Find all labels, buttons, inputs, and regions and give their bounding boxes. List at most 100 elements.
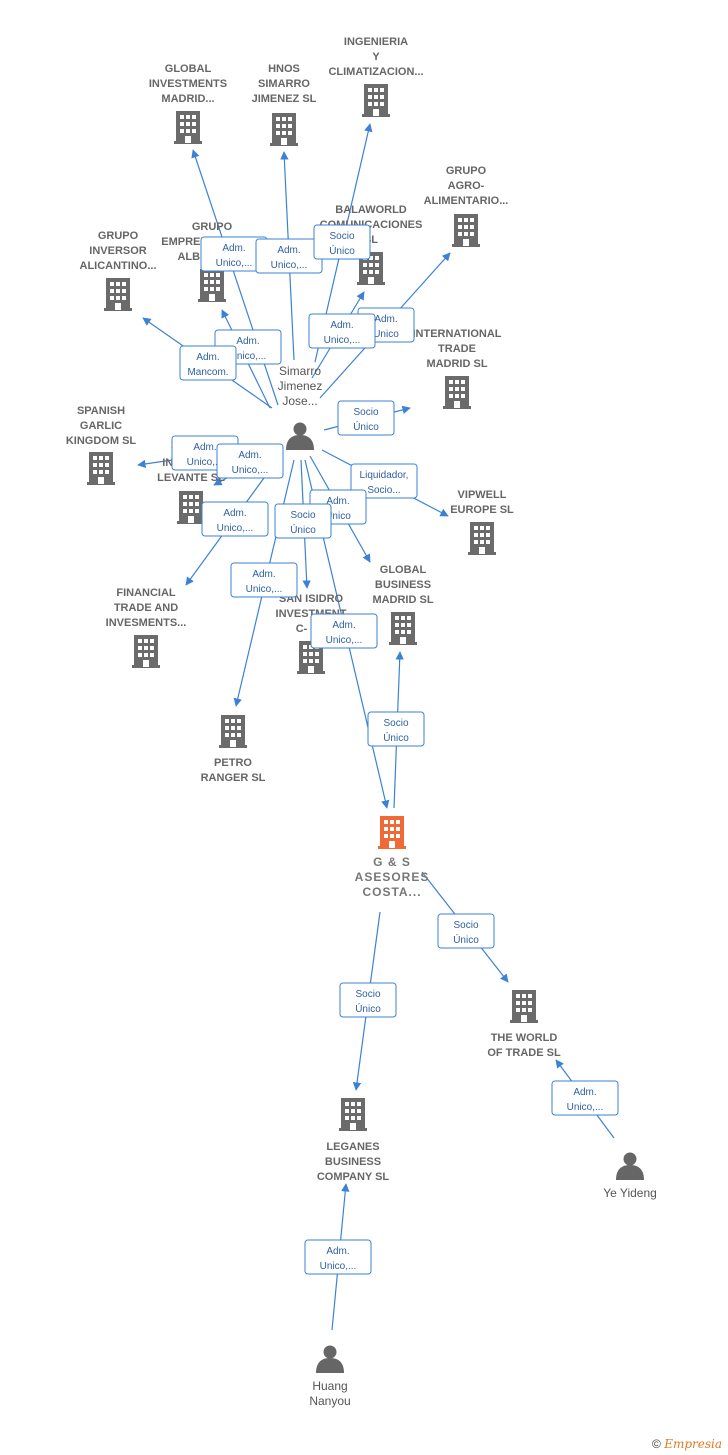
node-label: INGENIERIA — [344, 36, 408, 48]
node-label: CLIMATIZACION... — [328, 66, 423, 78]
node-label: GRUPO — [98, 230, 139, 242]
edge-label-text: Adm. — [223, 508, 246, 519]
node-label: RANGER SL — [201, 772, 266, 784]
edge-label-simarro-to-inversor[interactable]: Adm.Mancom. — [179, 345, 237, 381]
edge-label-text: Adm. — [222, 243, 245, 254]
building-icon — [219, 715, 247, 748]
edge-label-box — [551, 1080, 619, 1116]
footer-brand[interactable]: © Empresia — [652, 1437, 722, 1451]
edge-label-ye-to-world_trade[interactable]: Adm. Unico,... — [551, 1080, 619, 1116]
node-label: VIPWELL — [458, 489, 507, 501]
edge-label-box — [304, 1239, 372, 1275]
node-label: MADRID SL — [426, 358, 487, 370]
building-icon — [87, 452, 115, 485]
edge-label-text: Único — [355, 1002, 381, 1015]
edge-label-text: Adm. — [238, 450, 261, 461]
edge-label-text: Unico — [325, 511, 351, 522]
edge-label-text: Adm. — [332, 620, 355, 631]
node-label: MADRID... — [161, 93, 214, 105]
node-label: BUSINESS — [325, 1156, 381, 1168]
node-ye[interactable]: Ye Yideng — [603, 1152, 657, 1201]
building-icon — [270, 113, 298, 146]
building-icon — [132, 635, 160, 668]
building-icon — [443, 376, 471, 409]
edge-label-text: Socio — [329, 231, 354, 242]
edge-label-text: Unico,... — [567, 1102, 604, 1113]
node-label: TRADE AND — [114, 602, 178, 614]
edge-label-text: Único — [290, 523, 316, 536]
edge-label-simarro-to-global_inv[interactable]: Adm. Unico,... — [200, 236, 268, 272]
node-label: Jose... — [282, 394, 317, 408]
building-icon — [510, 990, 538, 1023]
node-global_inv[interactable]: GLOBALINVESTMENTSMADRID... — [149, 63, 227, 144]
node-label: THE WORLD — [491, 1032, 558, 1044]
edge-label-simarro-to-gs[interactable]: Adm.Unico,... — [310, 613, 378, 649]
node-label: Y — [372, 51, 380, 63]
node-label: INTERNATIONAL — [412, 328, 501, 340]
edge-label-simarro-to-hnos[interactable]: Adm.Unico,... — [255, 238, 323, 274]
edge-label-text: Unico,... — [324, 335, 361, 346]
edge-label-huang-to-leganes[interactable]: Adm.Unico,... — [304, 1239, 372, 1275]
edge-label-text: Único — [329, 244, 355, 257]
node-simarro[interactable]: SimarroJimenezJose... — [278, 364, 323, 450]
edge-label-box — [274, 503, 332, 539]
node-ingenieria[interactable]: INGENIERIA Y CLIMATIZACION... — [328, 36, 424, 117]
edge-label-simarro-to-balaworld[interactable]: Adm. Unico,... — [308, 313, 376, 349]
edge-label-text: Adm. — [277, 245, 300, 256]
node-label: ALICANTINO... — [80, 260, 157, 272]
edge-label-text: Adm. — [193, 442, 216, 453]
edge-label-simarro-to-gi_levante[interactable]: Adm. Unico,... — [216, 443, 284, 479]
copyright-icon: © — [652, 1437, 661, 1451]
node-label: INVESMENTS... — [106, 617, 187, 629]
building-icon — [174, 111, 202, 144]
edge-label-box — [337, 400, 395, 436]
person-icon — [616, 1152, 644, 1180]
building-icon — [362, 84, 390, 117]
edge-label-text: Adm. — [330, 320, 353, 331]
node-label: LEGANES — [326, 1141, 379, 1153]
node-inversor[interactable]: GRUPOINVERSORALICANTINO... — [80, 230, 157, 311]
edge-label-text: Adm. — [252, 569, 275, 580]
edge-label-text: Socio — [355, 989, 380, 1000]
edge-label-simarro-to-petro[interactable]: Adm.Unico,... — [230, 562, 298, 598]
edge-label-box — [313, 224, 371, 260]
edge-label-text: Unico,... — [232, 465, 269, 476]
edge-label-text: Unico — [373, 329, 399, 340]
person-icon — [316, 1345, 344, 1373]
edge-label-text: Unico,... — [216, 258, 253, 269]
edge-label-text: Socio — [453, 920, 478, 931]
edge-label-text: Socio — [290, 510, 315, 521]
building-icon — [468, 522, 496, 555]
edge-label-text: Adm. — [573, 1087, 596, 1098]
node-agro[interactable]: GRUPOAGRO-ALIMENTARIO... — [424, 165, 509, 247]
node-label: GRUPO — [192, 221, 233, 233]
node-label: COMPANY SL — [317, 1171, 390, 1183]
edge-label-simarro-to-financial[interactable]: Adm.Unico,... — [201, 501, 269, 537]
edge-label-simarro-to-vipwell[interactable]: Liquidador,Socio... — [350, 463, 418, 499]
node-label: INVESTMENTS — [149, 78, 227, 90]
building-icon — [104, 278, 132, 311]
edge-label-text: Adm. — [326, 1246, 349, 1257]
edge-label-box — [179, 345, 237, 381]
node-label: HNOS — [268, 63, 300, 75]
node-leganes[interactable]: LEGANES BUSINESS COMPANY SL — [317, 1098, 390, 1183]
building-icon — [339, 1098, 367, 1131]
edge-label-box — [201, 501, 269, 537]
node-gs[interactable]: G & SASESORESCOSTA... — [355, 816, 430, 899]
